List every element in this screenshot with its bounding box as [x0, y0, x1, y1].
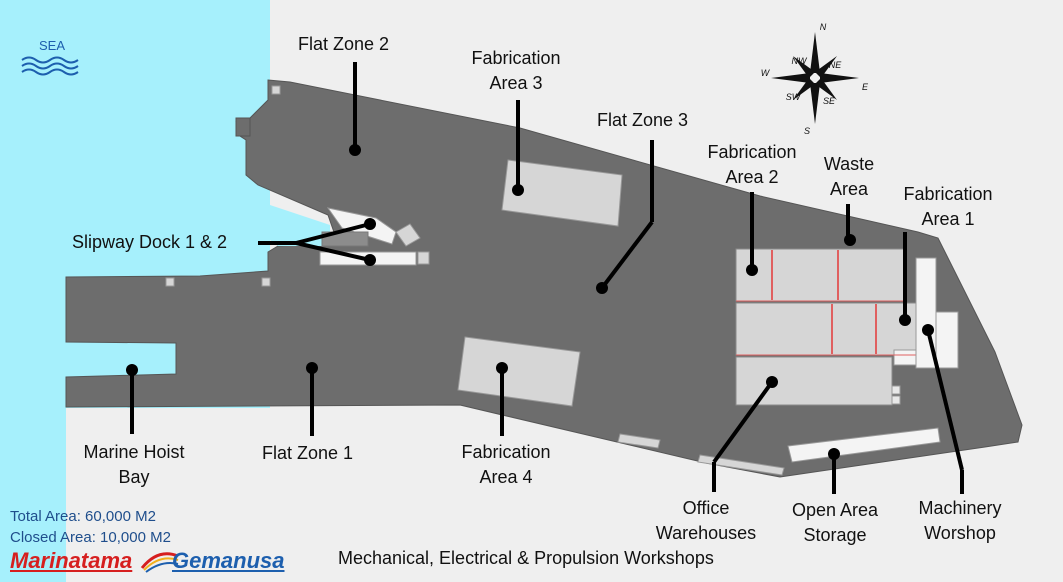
dot-waste-area: [844, 234, 856, 246]
dot-flat-zone-2: [349, 144, 361, 156]
compass-ne-label: NE: [829, 60, 842, 70]
compass-n-label: N: [820, 22, 827, 32]
label-flat-zone-2: Flat Zone 2: [298, 34, 390, 54]
open-area-storage-strip: [787, 427, 941, 463]
dot-fabrication-area-3: [512, 184, 524, 196]
compass-s-point: [810, 83, 820, 124]
dot-flat-zone-3: [596, 282, 608, 294]
dot-open-area-storage: [828, 448, 840, 460]
label-waste-area-line1: Waste: [823, 154, 875, 174]
label-office-warehouses: Office Warehouses: [646, 496, 766, 546]
label-fabrication-area-3-line2: Area 3: [489, 73, 543, 93]
compass-sw-point: [793, 78, 815, 100]
label-machinery-workshop-line1: Machinery: [918, 498, 1002, 518]
quay-strip-2: [697, 454, 785, 476]
compass-se-point: [815, 78, 837, 100]
annex-b: [891, 395, 901, 405]
label-marine-hoist-bay: Marine Hoist Bay: [68, 440, 200, 490]
slipway-inlet: [270, 205, 330, 246]
dot-slipway-1: [364, 218, 376, 230]
company-logo: Marinatama Gemanusa: [10, 546, 300, 578]
logo-text-part1: Marinatama: [10, 548, 133, 573]
compass-sw-label: SW: [786, 92, 802, 102]
label-mep-workshops: Mechanical, Electrical & Propulsion Work…: [338, 548, 714, 568]
compass-s-label: S: [804, 126, 810, 136]
dot-fabrication-area-2: [746, 264, 758, 276]
leader-slipway-b: [295, 222, 371, 245]
label-marine-hoist-bay-line2: Bay: [118, 467, 150, 487]
compass-w-label: W: [761, 68, 771, 78]
slipway-block-a: [417, 251, 430, 265]
annex-c: [893, 349, 917, 366]
compass-w-point: [771, 73, 810, 83]
sea-label: SEA: [38, 38, 65, 53]
total-area-text: Total Area: 60,000 M2: [10, 508, 156, 525]
bollard-2: [261, 277, 271, 287]
closed-area-text: Closed Area: 10,000 M2: [10, 529, 171, 546]
dot-flat-zone-1: [306, 362, 318, 374]
label-open-area-storage-line1: Open Area: [791, 500, 879, 520]
compass-nw-point: [793, 56, 815, 78]
label-slipway-dock: Slipway Dock 1 & 2: [72, 232, 228, 252]
leader-slipway-c: [295, 241, 371, 262]
dot-office-warehouses: [766, 376, 778, 388]
label-open-area-storage-line2: Storage: [803, 525, 867, 545]
bollard-1: [165, 277, 175, 287]
label-fabrication-area-1: Fabrication Area 1: [896, 182, 1000, 232]
label-fabrication-area-4: Fabrication Area 4: [454, 440, 558, 490]
annex-a: [891, 385, 901, 395]
quay-strip-1: [617, 433, 661, 449]
dot-marine-hoist-bay: [126, 364, 138, 376]
fabrication-area-2-building: [735, 248, 905, 302]
logo-swoosh-icon: [140, 552, 179, 573]
label-fabrication-area-4-line2: Area 4: [479, 467, 533, 487]
label-fabrication-area-4-line1: Fabrication: [461, 442, 551, 462]
label-open-area-storage: Open Area Storage: [780, 498, 890, 548]
label-marine-hoist-bay-line1: Marine Hoist: [83, 442, 185, 462]
label-waste-area-line2: Area: [829, 179, 869, 199]
machinery-annex: [935, 311, 959, 369]
bollard-3: [271, 85, 281, 95]
label-flat-zone-3: Flat Zone 3: [597, 110, 689, 130]
label-fabrication-area-2-line1: Fabrication: [707, 142, 797, 162]
compass-ne-point: [815, 56, 837, 78]
leader-machinery: [926, 329, 964, 471]
logo-text-part2: Gemanusa: [172, 548, 285, 573]
fabrication-area-4-building: [457, 336, 581, 407]
pier-block: [235, 117, 251, 137]
sea-waves-icon: [21, 56, 79, 76]
label-fabrication-area-3: Fabrication Area 3: [466, 46, 566, 96]
label-fabrication-area-2: Fabrication Area 2: [700, 140, 804, 190]
fabrication-area-1-building: [735, 302, 917, 356]
leader-lines: [130, 62, 964, 494]
fabrication-area-3-building: [501, 159, 623, 227]
sea-area-lower: [0, 0, 66, 582]
compass-e-point: [820, 73, 859, 83]
label-fabrication-area-2-line2: Area 2: [725, 167, 779, 187]
label-waste-area: Waste Area: [812, 152, 886, 202]
label-office-warehouses-line1: Office: [682, 498, 730, 518]
dot-fabrication-area-4: [496, 362, 508, 374]
compass-rose-icon: N NE E SE S SW W NW: [761, 22, 869, 136]
label-fabrication-area-3-line1: Fabrication: [471, 48, 561, 68]
slipway-block-b: [395, 223, 421, 247]
dot-slipway-2: [364, 254, 376, 266]
leader-office-a: [712, 380, 774, 464]
compass-e-label: E: [862, 82, 869, 92]
compass-n-point: [810, 32, 820, 73]
label-flat-zone-1: Flat Zone 1: [262, 443, 354, 463]
label-machinery-workshop: Machinery Worshop: [906, 496, 1014, 546]
compass-se-label: SE: [823, 96, 836, 106]
label-office-warehouses-line2: Warehouses: [655, 523, 757, 543]
leader-flat-zone-3-diag: [600, 220, 654, 290]
dot-fabrication-area-1: [899, 314, 911, 326]
label-machinery-workshop-line2: Worshop: [924, 523, 996, 543]
label-fabrication-area-1-line1: Fabrication: [903, 184, 993, 204]
dot-machinery: [922, 324, 934, 336]
compass-nw-label: NW: [792, 56, 808, 66]
leader-dots: [126, 144, 934, 460]
label-fabrication-area-1-line2: Area 1: [921, 209, 975, 229]
